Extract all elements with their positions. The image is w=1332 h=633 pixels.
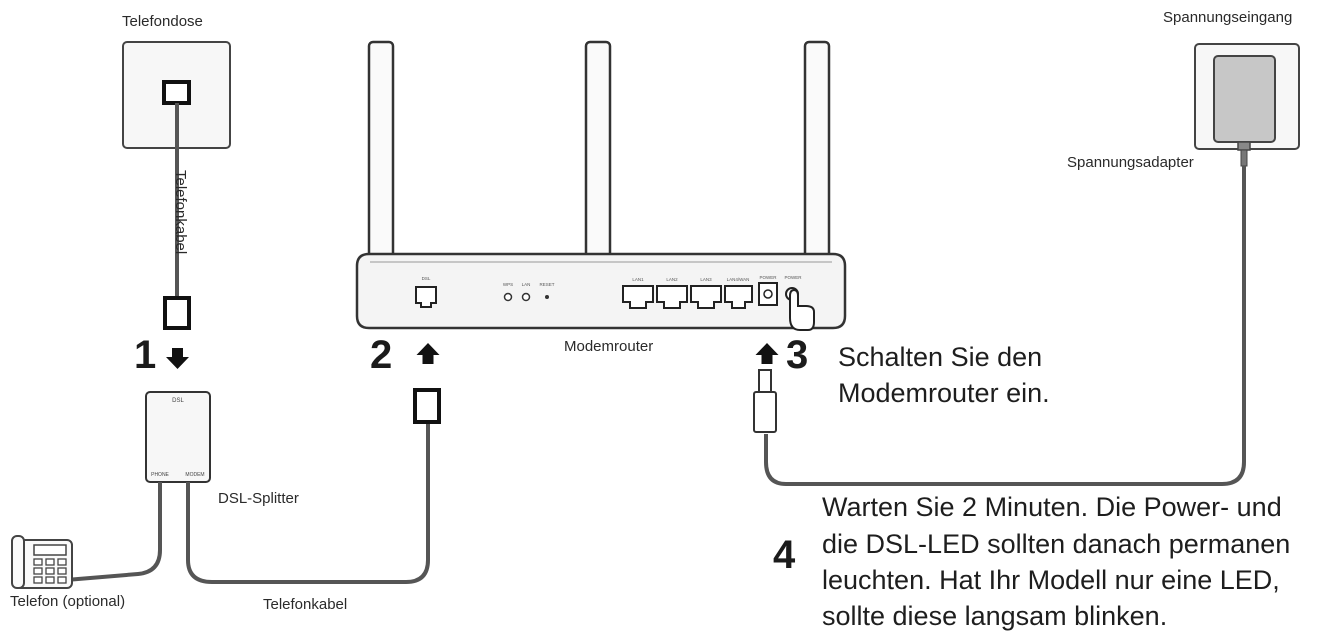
svg-text:DSL: DSL <box>422 276 431 281</box>
dsl-splitter: DSL PHONE MODEM <box>145 391 211 483</box>
telephone-icon <box>11 535 73 589</box>
svg-text:LAN3: LAN3 <box>700 277 712 282</box>
step-4-text-line2: die DSL-LED sollten danach permanen <box>822 529 1291 559</box>
step-4-text-line1: Warten Sie 2 Minuten. Die Power- und <box>822 492 1282 522</box>
arrow-down-icon <box>166 348 189 369</box>
step-3-number: 3 <box>786 333 809 377</box>
phone-cable-to-router <box>186 424 430 584</box>
svg-text:LAN: LAN <box>522 282 531 287</box>
dsl-port <box>415 286 437 308</box>
step-4-text-line3: leuchten. Hat Ihr Modell nur eine LED, <box>822 565 1280 595</box>
svg-text:DSL: DSL <box>172 398 184 404</box>
phone-label: Telefon (optional) <box>10 593 126 610</box>
step-3-text-line2: Modemrouter ein. <box>838 378 1050 408</box>
step-4-text-line4: sollte diese langsam blinken. <box>822 601 1168 631</box>
svg-text:LAN4/WAN: LAN4/WAN <box>727 277 750 282</box>
connection-diagram: DSL PHONE MODEM <box>11 40 1300 589</box>
svg-text:PHONE: PHONE <box>151 472 169 478</box>
phone-cable-to-phone <box>65 482 162 582</box>
finger-icon <box>789 288 815 331</box>
power-adapter-label: Spannungsadapter <box>1067 154 1194 171</box>
phone-cable-vertical-label: Telefonkabel <box>172 170 189 255</box>
arrow-up-icon <box>416 343 440 364</box>
step-3-text-line1: Schalten Sie den <box>838 342 1043 372</box>
wall-socket <box>122 41 231 149</box>
arrow-up-icon <box>755 343 779 364</box>
cable-plug-2 <box>413 388 441 424</box>
svg-text:RESET: RESET <box>539 282 554 287</box>
svg-text:LAN2: LAN2 <box>666 277 678 282</box>
step-4-number: 4 <box>773 533 796 577</box>
svg-text:POWER: POWER <box>784 275 802 280</box>
svg-text:LAN1: LAN1 <box>632 277 644 282</box>
phone-cable-bottom-label: Telefonkabel <box>263 596 348 613</box>
svg-text:MODEM: MODEM <box>185 472 204 478</box>
power-plug <box>753 369 777 433</box>
power-outlet-label: Spannungseingang <box>1163 9 1293 26</box>
step-1-number: 1 <box>134 333 157 377</box>
wall-socket-label: Telefondose <box>122 13 203 30</box>
power-cable <box>764 166 1246 486</box>
arrow-icons <box>166 343 779 369</box>
modem-router-label: Modemrouter <box>564 338 654 355</box>
power-outlet <box>1194 43 1300 167</box>
cable-plug-1 <box>163 296 191 330</box>
modem-router: DSL WPS LAN RESET LAN1 LAN2 LAN3 LAN4/WA… <box>355 252 847 331</box>
svg-text:WPS: WPS <box>503 282 513 287</box>
splitter-label: DSL-Splitter <box>218 490 299 507</box>
svg-text:POWER: POWER <box>759 275 777 280</box>
step-2-number: 2 <box>370 333 393 377</box>
